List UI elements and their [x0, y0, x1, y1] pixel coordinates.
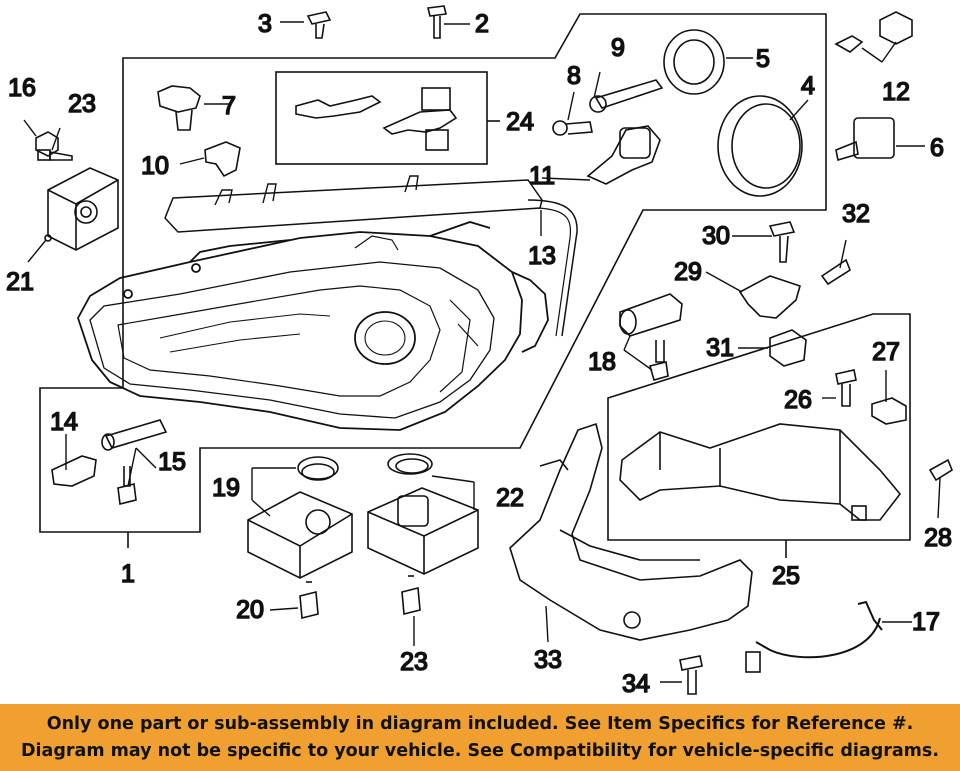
clip-10: [204, 141, 241, 178]
disclaimer-line-2: Diagram may not be specific to your vehi…: [21, 741, 939, 761]
callout-23-bottom: 23: [400, 648, 428, 676]
screw-28: [928, 458, 953, 482]
actuator-18: [619, 293, 683, 337]
sensor-wire-17: [745, 600, 883, 673]
sensor-group-box: [275, 71, 488, 165]
screw-32: [820, 258, 851, 286]
bracket-24a: [295, 95, 382, 119]
screw-23-bottom: [401, 575, 421, 616]
bolt-16: [35, 131, 59, 157]
callout-15: 15: [158, 448, 186, 476]
screw-20: [299, 581, 319, 620]
callout-27: 27: [872, 338, 900, 366]
callout-7: 7: [222, 92, 236, 120]
callout-22: 22: [496, 484, 524, 512]
screw-30: [768, 221, 796, 263]
screw-34: [679, 655, 703, 695]
bracket-29: [738, 275, 801, 319]
callout-31: 31: [706, 334, 734, 362]
callout-20: 20: [236, 596, 264, 624]
screw-2: [427, 5, 447, 39]
callout-34: 34: [622, 670, 650, 698]
disclaimer-banner: Only one part or sub-assembly in diagram…: [0, 704, 960, 771]
callout-24: 24: [506, 108, 534, 136]
callout-18: 18: [588, 348, 616, 376]
nut-12b: [879, 11, 913, 45]
callout-5: 5: [756, 45, 770, 73]
callout-19: 19: [212, 474, 240, 502]
callout-25: 25: [772, 562, 800, 590]
screw-26: [835, 369, 857, 407]
callout-16: 16: [8, 74, 36, 102]
callout-10: 10: [141, 152, 169, 180]
nut-31: [769, 329, 807, 367]
bulb-6: [835, 117, 895, 162]
bracket-outline: [607, 313, 911, 541]
ballast-module-left: [47, 167, 119, 251]
callout-9: 9: [611, 34, 625, 62]
screw-23-top: [37, 149, 73, 161]
screw-3: [306, 11, 332, 39]
bolt-12a: [834, 35, 864, 53]
cover-4: [717, 95, 803, 197]
control-module-19: [247, 491, 353, 579]
callout-26: 26: [784, 386, 812, 414]
bracket-33: [509, 422, 753, 641]
control-module-22: [367, 487, 479, 575]
callout-1: 1: [121, 560, 135, 588]
callout-29: 29: [674, 258, 702, 286]
parts-diagram: 1 2 3 4 5 6 7 8 9 10 11 12 13 14 15 16 1…: [5, 5, 953, 699]
callout-3: 3: [258, 10, 272, 38]
callout-21: 21: [6, 268, 34, 296]
motor-11: [586, 125, 661, 185]
callout-14: 14: [50, 408, 78, 436]
callout-4: 4: [801, 72, 815, 100]
callout-28: 28: [924, 524, 952, 552]
callout-23-top: 23: [68, 90, 96, 118]
callout-8: 8: [567, 62, 581, 90]
bulb-holder-8: [552, 120, 593, 136]
screw-18b: [649, 340, 669, 381]
clip-27: [871, 397, 907, 425]
ring-19: [297, 456, 339, 481]
bulb-7: [157, 85, 201, 131]
sensor-14: [51, 455, 97, 487]
sensor-15a: [101, 419, 168, 451]
callout-11: 11: [529, 162, 555, 190]
callout-12: 12: [882, 78, 910, 106]
ring-5: [663, 29, 725, 95]
callout-6: 6: [930, 134, 944, 162]
bracket-25: [619, 423, 902, 521]
callout-17: 17: [912, 608, 940, 636]
sensor-24b: [382, 87, 458, 151]
ring-22: [387, 453, 433, 475]
callout-labels: 1 2 3 4 5 6 7 8 9 10 11 12 13 14 15 16 1…: [5, 9, 952, 699]
callout-30: 30: [702, 222, 730, 250]
assembly-outline: [39, 13, 827, 533]
callout-32: 32: [842, 200, 870, 228]
upper-trim-strip: [164, 179, 543, 233]
adjuster-9: [589, 79, 664, 113]
disclaimer-line-1: Only one part or sub-assembly in diagram…: [46, 714, 914, 734]
callout-2: 2: [475, 10, 489, 38]
callout-33: 33: [534, 646, 562, 674]
headlamp-assembly: [77, 221, 549, 431]
callout-13: 13: [528, 242, 556, 270]
screw-15b: [117, 466, 137, 505]
leader-lines: [23, 21, 941, 683]
